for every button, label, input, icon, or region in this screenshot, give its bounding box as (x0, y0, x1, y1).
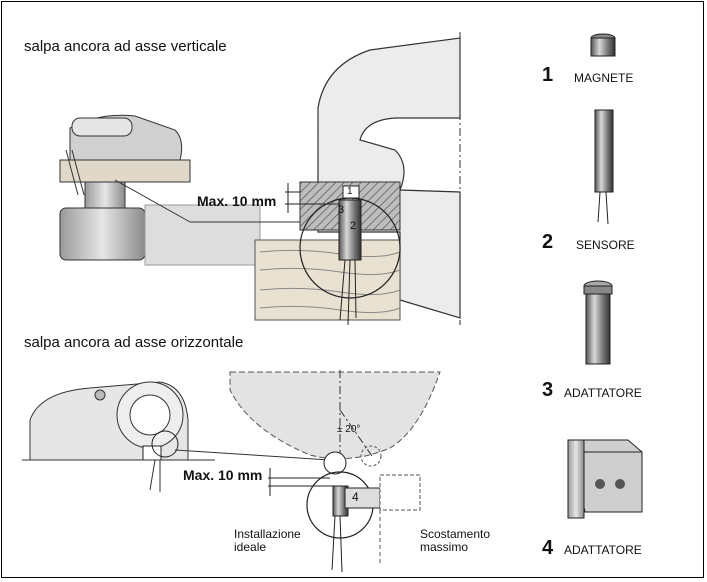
part-3-name: ADATTATORE (564, 386, 642, 400)
vertical-section-title: salpa ancora ad asse verticale (24, 38, 227, 55)
part-3-number: 3 (542, 379, 554, 401)
angle-label: ± 20° (337, 424, 361, 435)
vertical-windlass-section (254, 32, 461, 326)
part-4-name: ADATTATORE (564, 543, 642, 557)
callout-3: 3 (338, 204, 345, 216)
callout-4: 4 (352, 490, 359, 504)
part-2-number: 2 (542, 231, 554, 253)
horizontal-windlass-illustration (22, 381, 331, 492)
vertical-windlass-illustration (59, 114, 300, 266)
callout-2: 2 (350, 220, 357, 232)
max-distance-bottom: Max. 10 mm (183, 467, 263, 483)
part-4-number: 4 (542, 537, 554, 559)
max-distance-top: Max. 10 mm (197, 193, 277, 209)
part-magnet-shape (590, 33, 616, 57)
callout-1: 1 (347, 186, 353, 197)
part-adapter4-shape (567, 439, 643, 519)
ideal-install-note: Installazione ideale (234, 527, 301, 554)
horizontal-section-title: salpa ancora ad asse orizzontale (24, 334, 244, 351)
part-1-name: MAGNETE (574, 71, 634, 85)
part-1-number: 1 (542, 64, 554, 86)
part-sensor-shape (594, 109, 614, 225)
max-offset-note: Scostamento massimo (420, 527, 491, 554)
part-2-name: SENSORE (576, 238, 635, 252)
part-adapter3-shape (583, 280, 613, 365)
horizontal-windlass-section (229, 370, 441, 573)
